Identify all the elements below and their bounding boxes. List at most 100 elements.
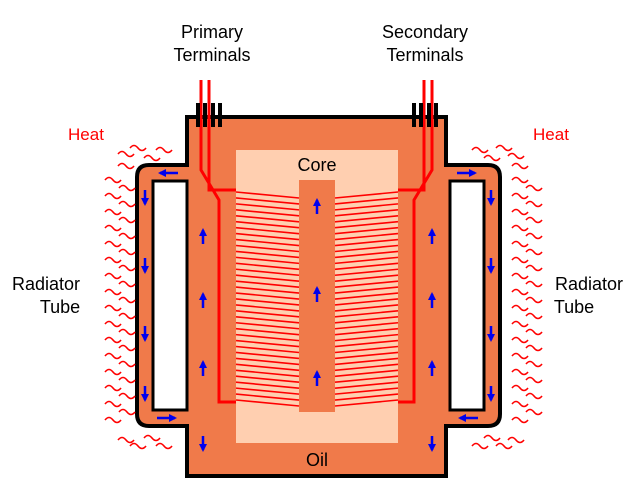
winding-turn	[235, 369, 300, 378]
heat-wave	[511, 336, 529, 344]
heat-wave	[511, 208, 529, 216]
heat-wave	[104, 176, 122, 184]
winding-turn	[235, 363, 300, 372]
winding-turn	[235, 339, 300, 348]
winding-turn	[235, 209, 300, 217]
winding-turn	[334, 381, 399, 389]
secondary-bushing	[412, 103, 438, 127]
winding-turn	[235, 351, 300, 360]
winding-turn	[334, 292, 399, 300]
heat-wave	[118, 312, 136, 320]
heat-wave	[525, 200, 543, 208]
heat-wave	[118, 248, 136, 256]
winding-turn	[334, 339, 399, 348]
winding-turn	[235, 321, 300, 330]
primary-label-line2: Terminals	[173, 45, 250, 65]
winding-turn	[235, 238, 300, 247]
winding-turn	[334, 375, 399, 384]
winding-turn	[334, 238, 399, 247]
heat-wave	[129, 144, 147, 152]
winding-turn	[235, 244, 300, 253]
oil-label: Oil	[306, 450, 328, 470]
winding-turn	[235, 375, 300, 384]
winding-turn	[334, 214, 399, 223]
winding-turn	[235, 298, 300, 306]
heat-wave	[511, 416, 529, 424]
winding-turn	[235, 203, 300, 211]
radiator-label-left-line2: Tube	[40, 297, 80, 317]
heat-wave	[104, 384, 122, 392]
winding-turn	[334, 250, 399, 259]
heat-wave	[117, 162, 135, 170]
winding-turn	[235, 197, 300, 205]
winding-turn	[235, 393, 300, 401]
oil-flow-arrows	[141, 169, 495, 452]
heat-wave	[525, 376, 543, 384]
heat-wave	[155, 146, 173, 154]
heat-wave	[143, 154, 161, 162]
winding-turn	[235, 232, 300, 241]
heat-wave	[471, 442, 489, 450]
primary-leads	[199, 80, 236, 404]
heat-wave	[525, 344, 543, 352]
heat-wave	[104, 352, 122, 360]
winding-turn	[235, 262, 300, 271]
winding-turn	[334, 203, 399, 211]
heat-label-left: Heat	[68, 125, 104, 144]
heat-wave	[118, 360, 136, 368]
heat-wave	[511, 304, 529, 312]
heat-wave	[525, 360, 543, 368]
heat-wave	[511, 162, 529, 170]
winding-turn	[334, 321, 399, 330]
secondary-label-line1: Secondary	[382, 22, 468, 42]
winding-turn	[334, 327, 399, 336]
heat-wave	[104, 416, 122, 424]
winding-turn	[235, 220, 300, 229]
heat-wave	[104, 240, 122, 248]
winding-turn	[334, 304, 399, 312]
heat-wave	[525, 408, 543, 416]
heat-wave	[525, 312, 543, 320]
winding-turn	[334, 333, 399, 342]
heat-wave	[118, 264, 136, 272]
heat-wave	[525, 328, 543, 336]
heat-wave	[118, 200, 136, 208]
heat-wave	[118, 280, 136, 288]
winding-turn	[334, 262, 399, 271]
heat-wave	[471, 146, 489, 154]
radiator-label-left-line1: Radiator	[12, 274, 80, 294]
winding-turn	[334, 197, 399, 205]
winding-turn	[235, 399, 300, 407]
heat-wave	[525, 296, 543, 304]
winding-turn	[235, 304, 300, 312]
heat-wave	[511, 384, 529, 392]
heat-wave	[525, 232, 543, 240]
heat-wave	[507, 152, 525, 160]
heat-wave	[511, 272, 529, 280]
heat-wave	[525, 216, 543, 224]
secondary-label-line2: Terminals	[386, 45, 463, 65]
heat-wave	[483, 434, 501, 442]
winding-turn	[235, 214, 300, 223]
winding-turn	[334, 232, 399, 241]
heat-waves	[104, 144, 543, 450]
heat-wave	[104, 256, 122, 264]
heat-wave	[511, 288, 529, 296]
winding-turn	[334, 209, 399, 217]
winding-turn	[235, 280, 300, 288]
heat-wave	[511, 256, 529, 264]
heat-wave	[117, 436, 135, 444]
winding-turn	[334, 191, 399, 199]
heat-wave	[104, 288, 122, 296]
heat-wave	[483, 154, 501, 162]
winding-turn	[235, 286, 300, 294]
primary-label-line1: Primary	[181, 22, 243, 42]
winding-turn	[235, 333, 300, 342]
heat-wave	[118, 184, 136, 192]
heat-wave	[511, 320, 529, 328]
winding-turn	[235, 381, 300, 389]
heat-label-right: Heat	[533, 125, 569, 144]
heat-wave	[104, 192, 122, 200]
winding-turn	[334, 357, 399, 366]
